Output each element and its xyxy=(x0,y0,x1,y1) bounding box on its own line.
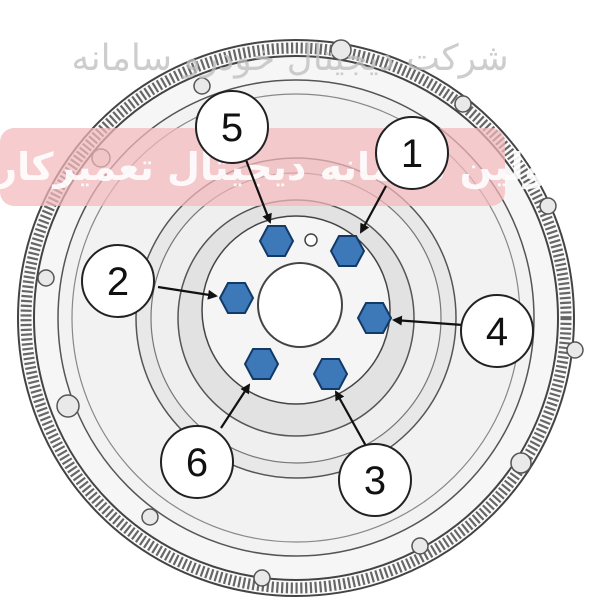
callout-label: 1 xyxy=(401,132,423,176)
lug-hole-bottom-center xyxy=(254,570,270,586)
callout-6: 6 xyxy=(161,426,233,498)
lug-hole-bottom-left xyxy=(142,509,158,525)
lug-hole-right xyxy=(540,198,556,214)
callout-label: 4 xyxy=(486,310,508,354)
lug-hole-right-lower xyxy=(567,342,583,358)
callout-2: 2 xyxy=(82,245,154,317)
center-bore xyxy=(258,263,342,347)
bolt-left xyxy=(220,283,253,313)
callout-3: 3 xyxy=(339,444,411,516)
bolt-lower-right xyxy=(314,359,347,389)
bolt-right xyxy=(358,303,391,333)
lug-hole-left xyxy=(38,270,54,286)
watermark-line1: شرکت دیجیتال خودرو سامانه xyxy=(71,38,508,79)
dowel-hole xyxy=(305,234,317,246)
lug-hole-top-left-upper xyxy=(194,78,210,94)
lug-hole-bottom-right xyxy=(511,453,531,473)
watermark-line2: اولین سامانه دیجیتال تعمیرکاران xyxy=(0,145,560,190)
lug-hole-bottom xyxy=(412,538,428,554)
bolt-upper-right xyxy=(331,236,364,266)
callout-label: 3 xyxy=(364,459,386,503)
callout-4: 4 xyxy=(461,295,533,367)
lug-hole-left-lower xyxy=(57,395,79,417)
callout-1: 1 xyxy=(376,117,448,189)
callout-5: 5 xyxy=(196,91,268,163)
callout-label: 2 xyxy=(107,260,129,304)
callout-label: 6 xyxy=(186,441,208,485)
bolt-upper-left xyxy=(260,226,293,256)
bolt-lower-left xyxy=(245,349,278,379)
lug-hole-top-right xyxy=(455,96,471,112)
callout-label: 5 xyxy=(221,106,243,150)
